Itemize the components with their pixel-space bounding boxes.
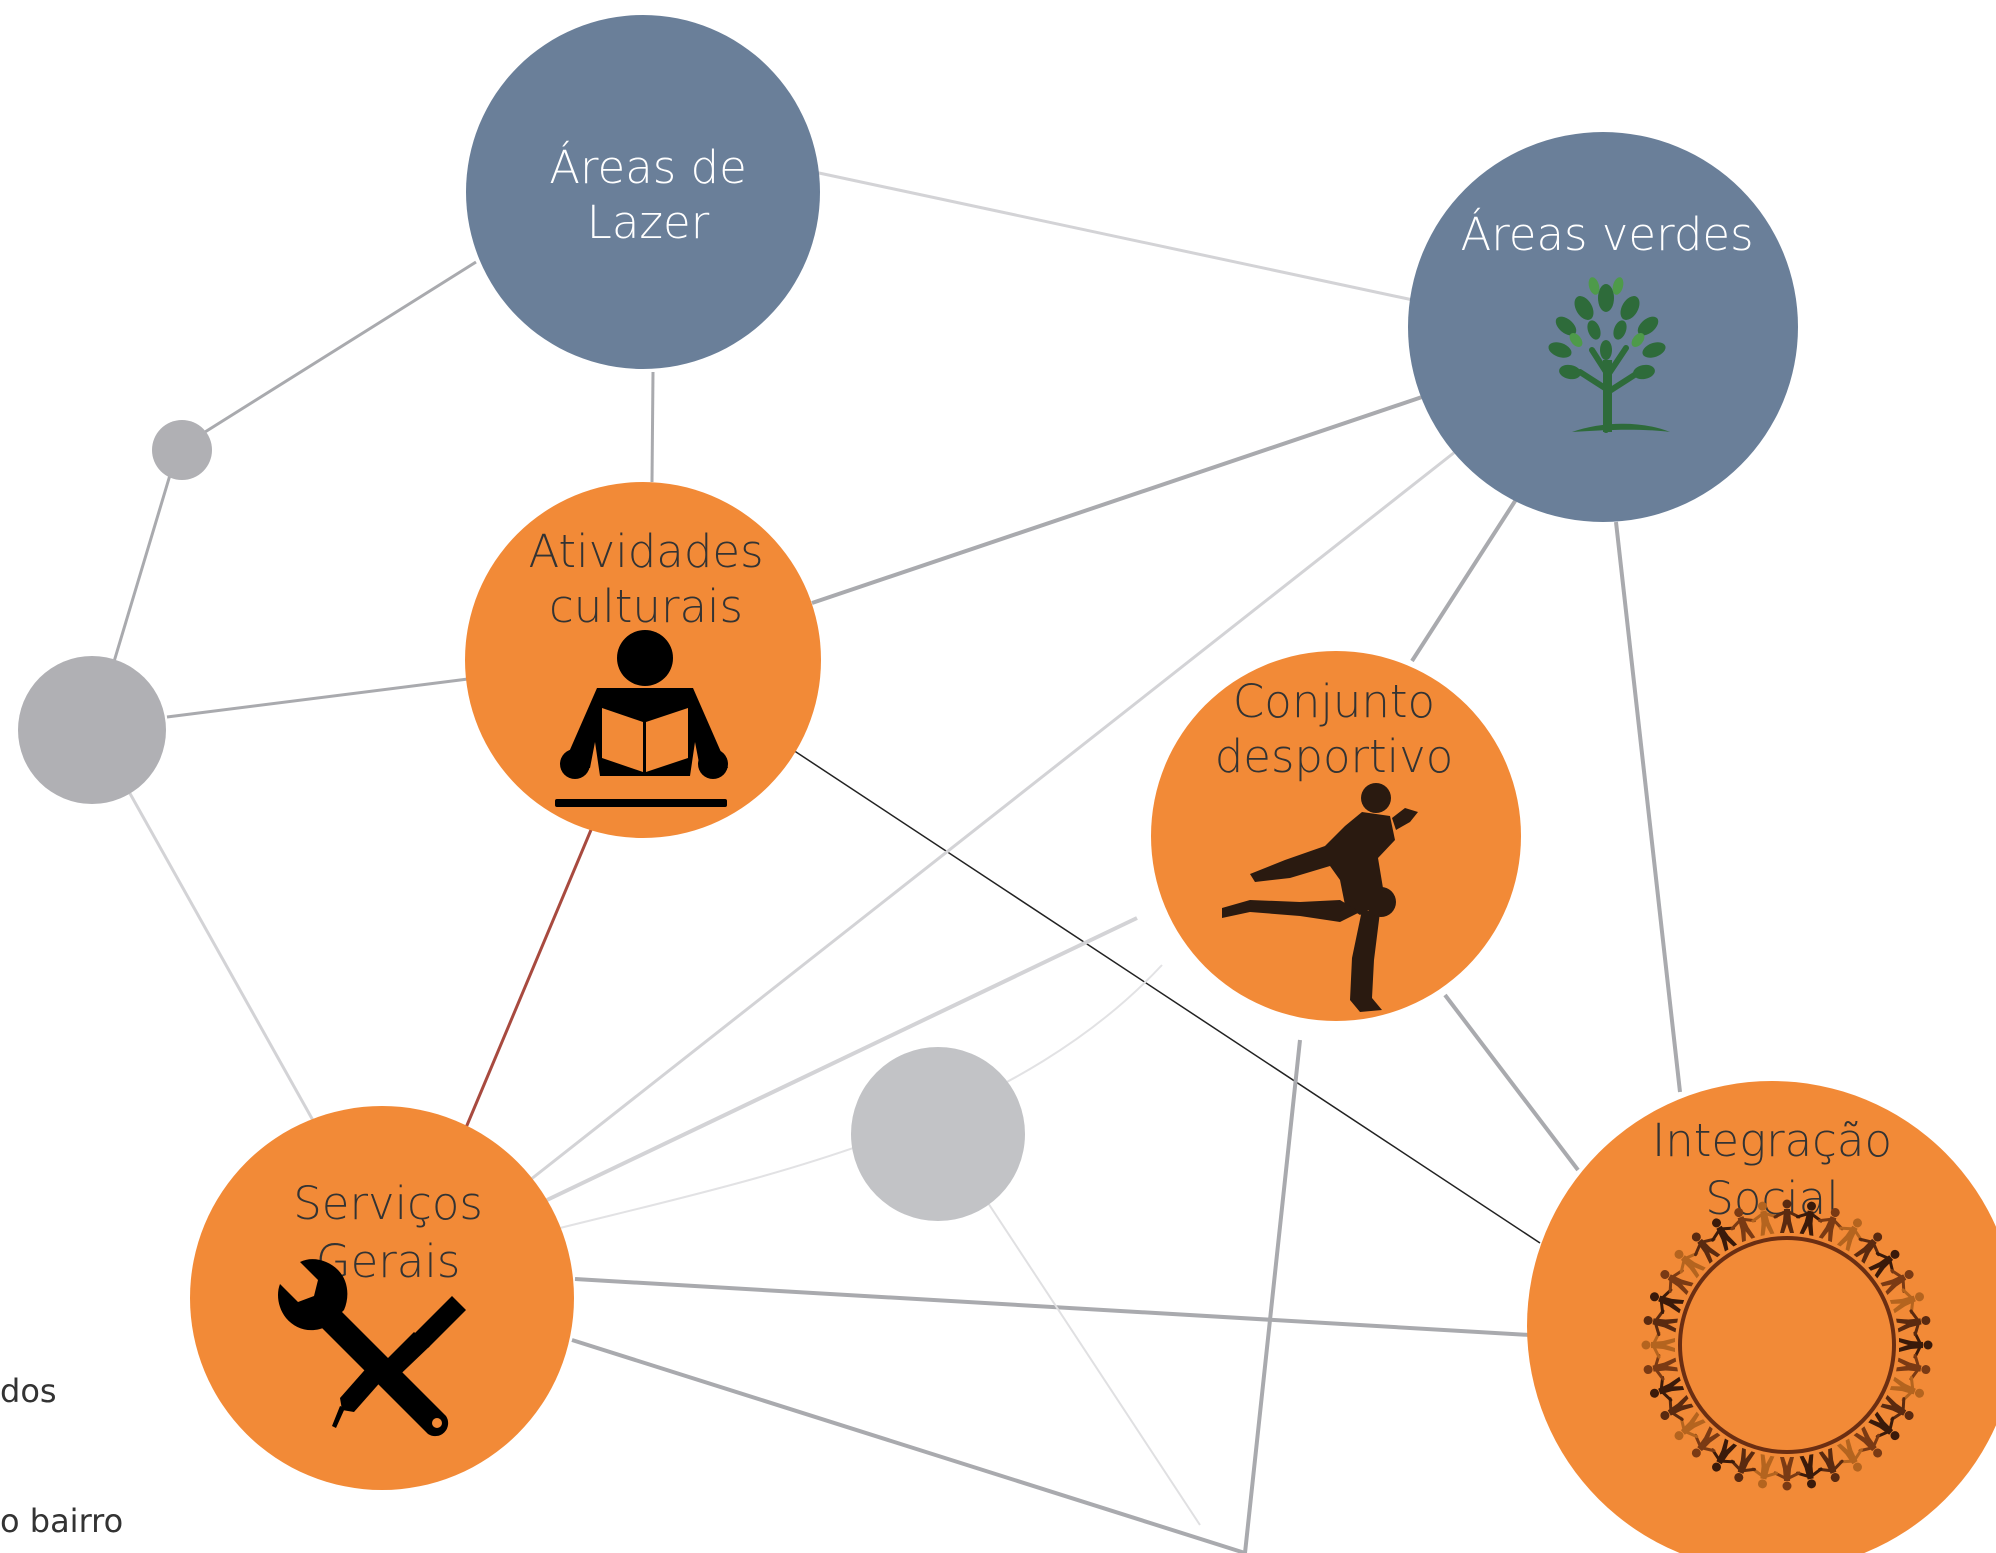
edge-lazer-small-node [204,260,477,434]
person-figure [1643,1309,1678,1337]
node-integracao-social[interactable]: Integração Social [1527,1081,1996,1553]
node-atividades-culturais-title-line2: culturais [549,580,743,633]
edge-left-node-cultura [166,677,469,719]
person-figure [1853,1232,1883,1264]
connector-lines [111,168,1682,1553]
edge-cultura-servicos [463,817,598,1131]
node-servicos-gerais-title-line1: Serviços [293,1177,483,1230]
person-figure [1660,1269,1694,1296]
person-figure [1711,1438,1738,1472]
edge-verdes-servicos [529,446,1461,1182]
person-figure [1896,1353,1931,1381]
node-areas-verdes-title: Áreas verdes [1460,208,1753,261]
node-atividades-culturais[interactable]: Atividades culturais [465,482,821,838]
edge-verdes-desporto [1410,496,1519,663]
person-figure [1795,1454,1823,1489]
person-figure [1711,1218,1738,1252]
side-text-top: dos [0,1372,57,1410]
edge-small-node-left-node [111,474,172,666]
person-figure [1773,1199,1801,1233]
person-figure [1730,1208,1756,1243]
person-figure [1773,1457,1801,1491]
person-figure [1751,1454,1779,1489]
edge-desporto-servicos [546,916,1138,1202]
node-areas-verdes-circle [1408,132,1798,522]
node-areas-de-lazer-circle [466,15,820,369]
person-figure [1818,1447,1844,1482]
node-conjunto-desportivo-title-line2: desportivo [1215,730,1454,783]
edge-cultura-verdes [811,394,1426,605]
node-areas-de-lazer-title-line2: Lazer [587,196,710,249]
edge-lazer-verdes [804,168,1414,302]
person-figure [1889,1376,1924,1402]
node-areas-de-lazer-title-line1: Áreas de [549,141,747,194]
small-gray-node [152,420,212,480]
person-figure [1660,1394,1694,1421]
person-figure [1751,1201,1779,1236]
person-figure [1899,1331,1933,1359]
soccer-player-icon [1222,783,1418,1012]
edge-left-node-servicos [126,789,317,1125]
person-figure [1836,1218,1863,1252]
node-conjunto-desportivo-title-line1: Conjunto [1233,675,1435,728]
person-figure [1836,1438,1863,1472]
center-gray-node [851,1047,1025,1221]
tools-icon [278,1259,466,1437]
person-figure [1691,1232,1721,1264]
edge-servicos-bottom [571,1338,1246,1553]
edge-verdes-social [1614,521,1682,1093]
node-conjunto-desportivo[interactable]: Conjunto desportivo [1151,651,1521,1021]
node-integracao-social-title-line1: Integração [1652,1114,1892,1167]
person-figure [1868,1411,1900,1441]
tree-icon [1548,277,1670,433]
person-figure [1889,1288,1924,1314]
person-figure [1641,1331,1675,1359]
node-servicos-gerais-circle [190,1106,574,1490]
person-figure [1674,1411,1706,1441]
person-figure [1795,1201,1823,1236]
person-figure [1880,1269,1914,1296]
edge-servicos-social [574,1277,1531,1337]
person-figure [1896,1309,1931,1337]
person-figure [1818,1208,1844,1243]
node-areas-verdes[interactable]: Áreas verdes [1408,132,1798,522]
people-circle-icon [1641,1199,1933,1491]
person-figure [1650,1376,1685,1402]
person-figure [1650,1288,1685,1314]
side-text-bottom: o bairro [0,1502,124,1540]
edge-desporto-bottom [1243,1039,1302,1553]
person-figure [1853,1426,1883,1458]
person-figure [1880,1394,1914,1421]
edge-cultura-social [792,749,1541,1244]
left-gray-node [18,656,166,804]
reading-person-icon [555,630,728,807]
person-figure [1868,1249,1900,1279]
node-servicos-gerais[interactable]: Serviços Gerais [190,1106,574,1490]
person-figure [1691,1426,1721,1458]
person-figure [1730,1447,1756,1482]
person-figure [1674,1249,1706,1279]
person-figure [1643,1353,1678,1381]
node-atividades-culturais-title-line1: Atividades [528,525,763,578]
edge-lazer-cultura [650,371,655,483]
node-areas-de-lazer[interactable]: Áreas de Lazer [466,15,820,369]
edge-desporto-social [1443,993,1580,1172]
